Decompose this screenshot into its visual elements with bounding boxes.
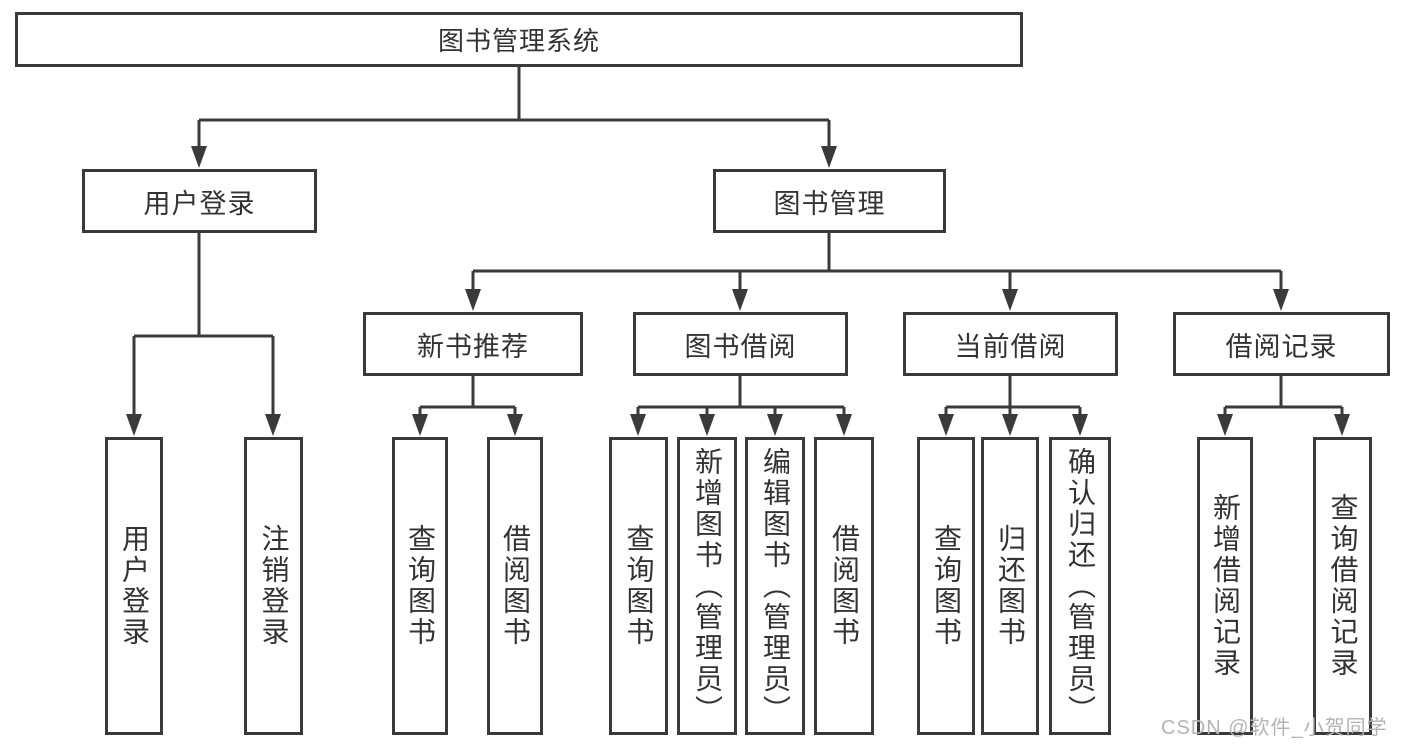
arrowhead-icon — [821, 146, 837, 168]
connector-borrow-records-to-leaves — [1217, 376, 1350, 436]
arrowhead-icon — [767, 414, 783, 436]
node-label: 确认归还（管理员） — [1065, 446, 1096, 726]
connector-book-borrow-to-leaves — [630, 376, 852, 436]
arrowhead-icon — [507, 414, 523, 436]
node-label: 新书推荐 — [417, 331, 529, 362]
arrowhead-icon — [836, 414, 852, 436]
node-label: 借阅图书 — [500, 524, 531, 648]
arrowhead-icon — [699, 414, 715, 436]
connector-line — [471, 233, 1283, 293]
arrowhead-icon — [191, 146, 207, 168]
leaf-br-query-record: 查询借阅记录 — [1313, 437, 1372, 735]
arrowhead-icon — [732, 289, 748, 311]
node-label: 新增图书（管理员） — [692, 446, 723, 726]
connector-user-login-to-leaves — [126, 233, 281, 436]
arrowhead-icon — [1334, 414, 1350, 436]
node-book-management: 图书管理 — [713, 169, 946, 233]
arrowhead-icon — [1273, 289, 1289, 311]
node-label: 用户登录 — [143, 188, 256, 219]
leaf-bb-borrow-books: 借阅图书 — [814, 437, 874, 735]
connector-line — [944, 376, 1082, 418]
arrowhead-icon — [938, 414, 954, 436]
leaf-br-add-record: 新增借阅记录 — [1197, 437, 1253, 735]
node-label: 图书管理 — [773, 188, 886, 219]
csdn-watermark: CSDN @软件_小贺同学 — [1161, 717, 1388, 739]
node-current-borrowing: 当前借阅 — [903, 312, 1118, 376]
arrowhead-icon — [630, 414, 646, 436]
arrowhead-icon — [1072, 414, 1088, 436]
node-label: 编辑图书（管理员） — [760, 446, 791, 726]
node-label: 图书借阅 — [684, 331, 797, 362]
connector-current-borrow-to-leaves — [938, 376, 1088, 436]
connector-line — [636, 376, 846, 418]
leaf-bb-query-books: 查询图书 — [609, 437, 668, 735]
node-label: 当前借阅 — [954, 331, 1067, 362]
node-label: 查询借阅记录 — [1327, 493, 1359, 679]
node-label: 借阅记录 — [1225, 331, 1338, 362]
connector-line — [418, 376, 517, 418]
connector-line — [197, 67, 831, 150]
leaf-logout: 注销登录 — [244, 437, 303, 735]
node-label: 借阅图书 — [829, 524, 860, 648]
connector-new-book-rec-to-leaves — [412, 376, 523, 436]
leaf-cb-query-books: 查询图书 — [917, 437, 975, 735]
leaf-bb-edit-books-admin: 编辑图书（管理员） — [745, 437, 805, 735]
node-user-login: 用户登录 — [82, 169, 317, 233]
node-library-management-system: 图书管理系统 — [15, 12, 1023, 67]
leaf-cb-return-books: 归还图书 — [981, 437, 1039, 735]
arrowhead-icon — [1002, 289, 1018, 311]
leaf-cb-confirm-return-admin: 确认归还（管理员） — [1049, 437, 1111, 735]
arrowhead-icon — [1002, 414, 1018, 436]
leaf-bb-add-books-admin: 新增图书（管理员） — [677, 437, 737, 735]
node-borrowing-records: 借阅记录 — [1173, 312, 1390, 376]
leaf-rec-borrow-books: 借阅图书 — [487, 437, 543, 735]
connector-line — [1223, 376, 1344, 418]
connector-root-to-level2 — [191, 67, 837, 168]
node-label: 用户登录 — [119, 524, 150, 648]
arrowhead-icon — [265, 414, 281, 436]
connector-line — [132, 233, 275, 418]
leaf-rec-query-books: 查询图书 — [392, 437, 448, 735]
node-book-borrowing: 图书借阅 — [633, 312, 848, 376]
node-label: 查询图书 — [623, 524, 655, 648]
leaf-user-login: 用户登录 — [105, 437, 163, 735]
arrowhead-icon — [1217, 414, 1233, 436]
connector-book-management-to-level3 — [465, 233, 1289, 311]
node-label: 图书管理系统 — [437, 26, 600, 56]
arrowhead-icon — [465, 289, 481, 311]
arrowhead-icon — [412, 414, 428, 436]
node-label: 查询图书 — [931, 524, 962, 648]
node-label: 新增借阅记录 — [1210, 493, 1241, 679]
node-label: 查询图书 — [405, 524, 436, 648]
node-label: 注销登录 — [258, 524, 290, 648]
node-new-book-recommend: 新书推荐 — [363, 312, 583, 376]
arrowhead-icon — [126, 414, 142, 436]
node-label: 归还图书 — [995, 524, 1026, 648]
